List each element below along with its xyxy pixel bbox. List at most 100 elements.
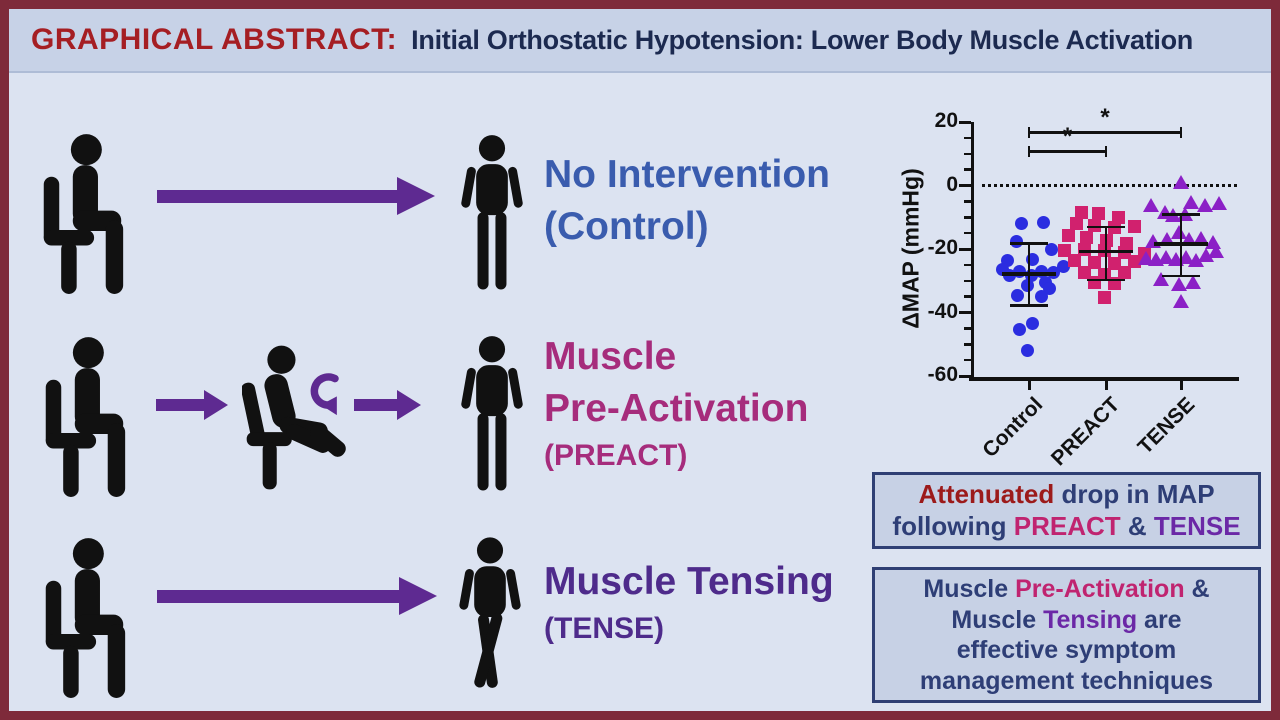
conclusion-box-techniques: Muscle Pre-Activation &Muscle Tensing ar… [872, 567, 1261, 703]
data-point-circle [1009, 234, 1023, 248]
y-minor-tick [964, 200, 971, 203]
y-tick-label: -60 [927, 363, 958, 386]
data-point-square [1127, 254, 1141, 268]
y-minor-tick [964, 216, 971, 219]
y-minor-tick [964, 327, 971, 330]
y-tick [959, 247, 971, 251]
data-point-square [1087, 218, 1101, 232]
data-point-square [1057, 244, 1071, 258]
data-point-circle [1036, 215, 1050, 229]
y-axis-title: ΔMAP (mmHg) [897, 168, 924, 329]
data-point-triangle [1185, 275, 1201, 290]
data-point-triangle [1183, 195, 1199, 210]
significance-cap [1104, 146, 1108, 157]
data-point-square [1097, 267, 1111, 281]
data-point-square [1069, 217, 1083, 231]
sd-cap-lower [1087, 278, 1125, 282]
standing-person-icon [461, 132, 523, 294]
data-point-square [1107, 257, 1121, 271]
right-arrow-icon [157, 577, 437, 615]
row-label-line: (TENSE) [544, 612, 664, 645]
conclusion-line: Attenuated drop in MAP [875, 479, 1258, 511]
significance-star: * [1100, 104, 1110, 131]
y-minor-tick [964, 231, 971, 235]
data-point-square [1079, 230, 1093, 244]
data-point-square [1087, 275, 1101, 289]
y-minor-tick [964, 136, 971, 140]
label-muscle-tensing: Muscle Tensing (TENSE) [544, 562, 834, 644]
conclusion-segment: & [1184, 575, 1210, 603]
data-point-circle [1056, 259, 1070, 273]
conclusion-segment: Muscle [951, 605, 1044, 634]
right-arrow-icon [157, 177, 435, 215]
crossed-legs-person-icon [459, 536, 521, 694]
data-point-square [1091, 206, 1105, 220]
conclusion-segment: are [1137, 605, 1182, 634]
data-point-circle [1012, 323, 1026, 337]
y-tick [959, 311, 971, 314]
right-arrow-icon [354, 390, 421, 420]
data-point-triangle [1173, 293, 1189, 308]
data-point-square [1127, 219, 1141, 233]
label-muscle-preactivation: Muscle Pre-Activation (PREACT) [544, 337, 808, 471]
y-tick-label: -20 [927, 236, 958, 259]
conclusion-segment: TENSE [1153, 510, 1241, 541]
conclusion-segment: Muscle [923, 575, 1016, 603]
row-label-line: No Intervention [544, 153, 831, 196]
significance-cap [1027, 146, 1031, 157]
data-point-triangle [1197, 197, 1213, 212]
y-tick [959, 120, 971, 124]
data-point-triangle [1211, 196, 1227, 211]
data-point-square [1097, 290, 1111, 304]
conclusion-line: Muscle Tensing are [875, 605, 1258, 636]
y-minor-tick [964, 343, 971, 346]
mean-line [1002, 272, 1056, 276]
data-point-square [1087, 255, 1101, 269]
data-point-circle [1010, 288, 1024, 302]
y-minor-tick [964, 168, 971, 171]
row-label-line: (PREACT) [544, 439, 688, 472]
significance-line [1029, 131, 1181, 134]
data-point-circle [1020, 279, 1034, 292]
x-category-label: PREACT [1046, 393, 1125, 471]
significance-cap [1027, 127, 1031, 138]
y-tick-label: 0 [946, 172, 958, 196]
zero-baseline [982, 183, 1237, 187]
data-point-square [1077, 265, 1091, 279]
conclusion-segment: effective symptom [956, 636, 1177, 664]
significance-star: * [1062, 123, 1073, 150]
data-point-square [1074, 205, 1088, 219]
mean-line [1079, 249, 1133, 254]
y-minor-tick [964, 152, 971, 155]
conclusion-line: effective symptom [875, 635, 1258, 666]
mean-line [1154, 242, 1208, 246]
x-tick [1027, 380, 1031, 390]
data-point-circle [1034, 290, 1048, 304]
sd-whisker [1104, 226, 1108, 281]
data-point-triangle [1143, 197, 1159, 212]
conclusion-segment: & [1120, 510, 1154, 541]
row-label-line: Muscle Tensing [544, 560, 834, 603]
conclusion-line: Muscle Pre-Activation & [875, 574, 1258, 605]
sd-cap-lower [1162, 274, 1200, 278]
header-banner: GRAPHICAL ABSTRACT: Initial Orthostatic … [9, 9, 1271, 73]
conclusion-segment: management techniques [919, 666, 1214, 695]
y-minor-tick [964, 295, 971, 298]
conclusion-segment: following [892, 510, 1014, 541]
x-category-label: Control [978, 393, 1048, 463]
data-point-square [1067, 254, 1081, 268]
row-label-line: Muscle [544, 335, 677, 378]
data-point-square [1061, 229, 1075, 243]
data-point-triangle [1208, 243, 1224, 258]
conclusion-segment: PREACT [1013, 510, 1121, 541]
seated-person-icon [38, 336, 130, 501]
y-minor-tick [964, 263, 971, 267]
conclusion-segment: Tensing [1043, 605, 1138, 634]
x-axis-line [969, 377, 1239, 381]
row-label-line: (Control) [544, 205, 709, 248]
data-point-triangle [1171, 276, 1187, 291]
right-arrow-icon [156, 390, 228, 420]
y-axis-line [970, 122, 974, 380]
